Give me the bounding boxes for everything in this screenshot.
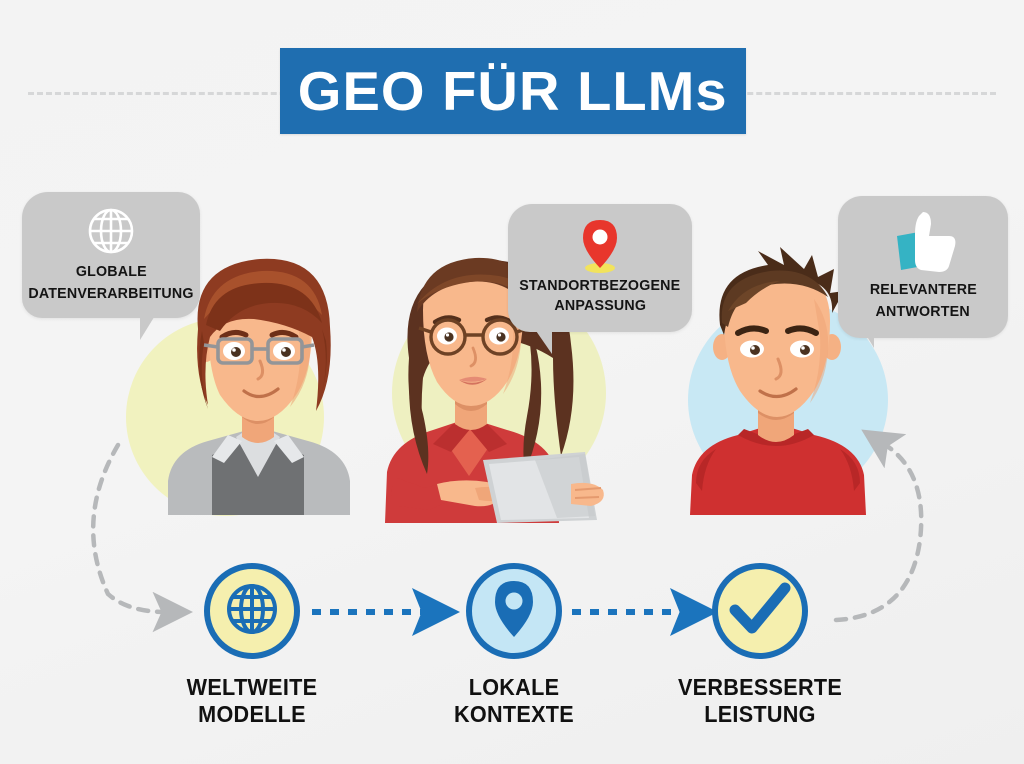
map-pin-icon [491,578,537,645]
step-2-label-line1: LOKALE [468,674,560,700]
check-icon [729,582,791,641]
globe-icon [223,580,281,643]
step-3-label-line1: VERBESSERTE [677,674,843,700]
speech-bubble-global: GLOBALE DATENVERARBEITUNG [22,192,200,340]
speech-bubble-relevance: RELEVANTERE ANTWORTEN [838,196,1008,348]
bubble-1-line2: DATENVERARBEITUNG [28,284,194,302]
title-banner: GEO FÜR LLMs [280,48,746,134]
page-title: GEO FÜR LLMs [298,59,728,122]
globe-icon [84,204,138,258]
bubble-3-line1: RELEVANTERE [869,281,977,298]
speech-bubble-location: STANDORTBEZOGENE ANPASSUNG [508,204,692,354]
flow-step-local-contexts[interactable]: LOKALE KONTEXTE [414,563,614,728]
bubble-2-line1: STANDORTBEZOGENE [519,277,681,294]
step-1-label-line2: MODELLE [198,701,306,728]
step-1-label-line1: WELTWEITE [186,674,318,700]
bubble-tail [140,314,156,340]
bubble-1-line1: GLOBALE [75,263,147,280]
bubble-tail [856,318,874,348]
step-2-circle[interactable] [466,563,562,659]
thumbs-up-icon [887,208,959,276]
step-2-label-line2: KONTEXTE [454,701,574,728]
map-pin-icon [573,216,627,274]
step-3-circle[interactable] [712,563,808,659]
bubble-3-line2: ANTWORTEN [875,302,971,320]
step-3-label-line2: LEISTUNG [704,701,816,728]
bubble-tail [534,328,552,354]
flow-step-worldwide-models[interactable]: WELTWEITE MODELLE [152,563,352,728]
step-1-circle[interactable] [204,563,300,659]
bubble-2-line2: ANPASSUNG [554,296,646,314]
character-3-illustration [672,243,904,515]
character-1-illustration [150,245,380,515]
flow-step-improved-performance[interactable]: VERBESSERTE LEISTUNG [660,563,860,728]
